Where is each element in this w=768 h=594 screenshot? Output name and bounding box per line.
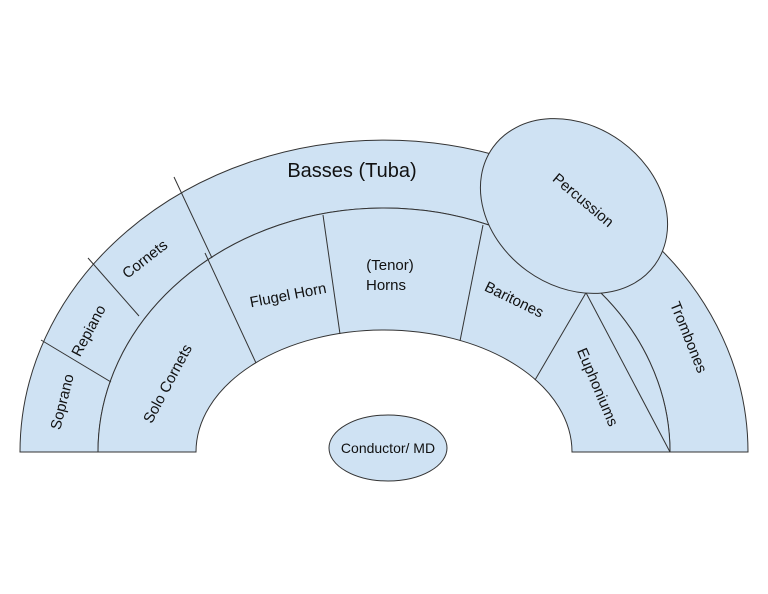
divider-basses-trombones	[582, 286, 671, 453]
label-conductor: Conductor/ MD	[341, 440, 435, 456]
divider-baritones-euphoniums	[534, 290, 588, 381]
section-conductor	[328, 414, 448, 482]
label-tenor-horns-line2: Horns	[366, 277, 406, 294]
section-percussion	[479, 118, 669, 294]
divider-tenor-baritones	[459, 224, 484, 342]
divider-solo-flugel	[204, 252, 257, 364]
divider-repiano-cornets	[87, 257, 140, 317]
label-basses: Basses (Tuba)	[287, 160, 416, 182]
divider-cornets-basses	[173, 176, 213, 259]
divider-soprano-repiano	[40, 339, 112, 383]
divider-flugel-tenor	[322, 214, 341, 335]
label-tenor-horns-line1: (Tenor)	[366, 257, 414, 274]
